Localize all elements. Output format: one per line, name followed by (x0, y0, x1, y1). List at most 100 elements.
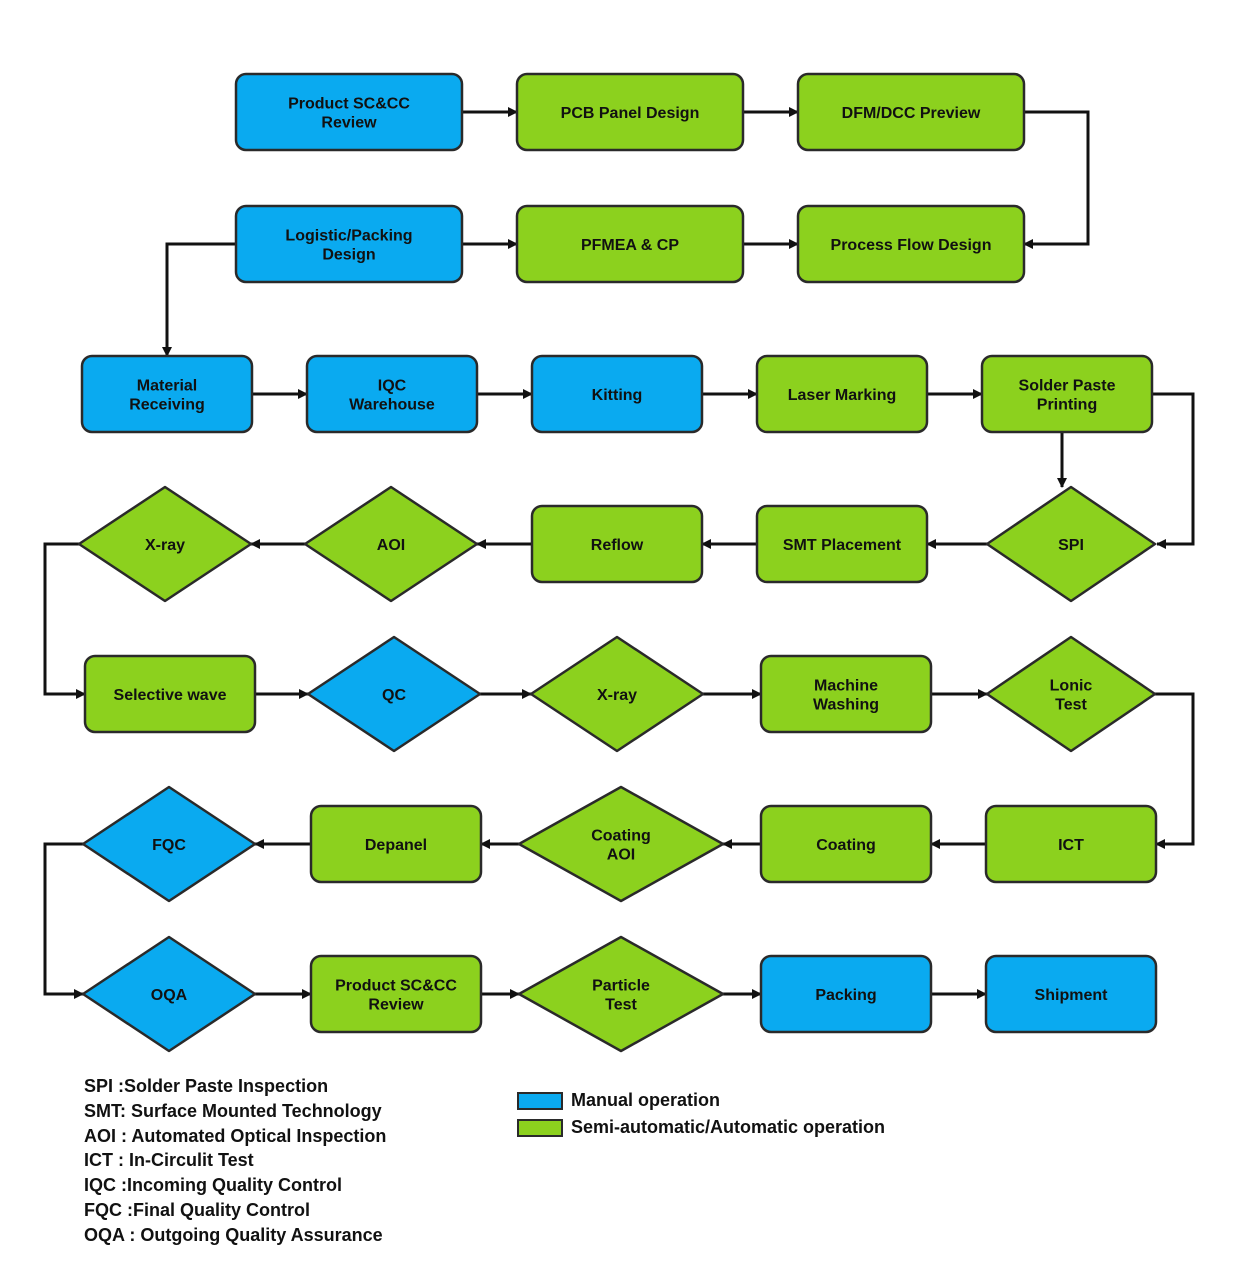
node-shape-ict (984, 804, 1158, 884)
node-label-kitting-0: Kitting (592, 387, 643, 404)
node-shape-iqc-warehouse (305, 354, 479, 434)
node-shipment: Shipment (984, 954, 1158, 1034)
node-kitting: Kitting (530, 354, 704, 434)
abbreviation-oqa: OQA : Outgoing Quality Assurance (84, 1224, 383, 1245)
abbreviation-aoi: AOI : Automated Optical Inspection (84, 1125, 387, 1146)
node-shape-laser-marking (755, 354, 929, 434)
abbreviation-ict: ICT : In-Circulit Test (84, 1150, 254, 1171)
abbreviation-smt: SMT: Surface Mounted Technology (84, 1100, 382, 1121)
connector-loop-spi-0 (1152, 392, 1195, 549)
node-shape-fqc (81, 785, 257, 903)
node-shape-solder-paste-printing (980, 354, 1154, 434)
node-product-review-1: Product SC&CC Review (234, 72, 464, 152)
node-x-ray-1: X-ray (77, 485, 253, 603)
node-label-particle-test-0: Particle (592, 978, 650, 995)
node-product-review-2: Product SC&CC Review (309, 954, 483, 1034)
node-shape-particle-test (517, 935, 725, 1053)
node-label-material-receiving-1: Receiving (129, 397, 205, 414)
node-reflow: Reflow (530, 504, 704, 584)
node-label-reflow-0: Reflow (591, 537, 644, 554)
node-label-product-review-1-1: Review (321, 115, 377, 132)
node-label-material-receiving-0: Material (137, 378, 197, 395)
node-label-laser-marking-0: Laser Marking (788, 387, 896, 404)
legend: Manual operation Semi-automatic/Automati… (517, 1087, 885, 1141)
abbreviation-fqc: FQC :Final Quality Control (84, 1199, 310, 1220)
node-dfm-dcc-preview: DFM/DCC Preview (796, 72, 1026, 152)
node-shape-selective-wave (83, 654, 257, 734)
node-shape-kitting (530, 354, 704, 434)
node-shape-process-flow-design (796, 204, 1026, 284)
legend-manual-label: Manual operation (571, 1090, 721, 1110)
node-label-depanel-0: Depanel (365, 837, 427, 854)
node-qc: QC (306, 635, 482, 753)
node-label-x-ray-1-0: X-ray (145, 537, 185, 554)
node-pcb-panel-design: PCB Panel Design (515, 72, 745, 152)
connector-dfm-dcc-preview-to-process-flow-design (1023, 110, 1090, 249)
node-shape-oqa (81, 935, 257, 1053)
node-shape-packing (759, 954, 933, 1034)
node-label-fqc-0: FQC (152, 837, 186, 854)
node-label-coating-0: Coating (816, 837, 876, 854)
node-shape-x-ray-1 (77, 485, 253, 603)
node-shape-dfm-dcc-preview (796, 72, 1026, 152)
node-label-lonic-test-0: Lonic (1050, 678, 1093, 695)
abbreviation-list: SPI :Solder Paste Inspection SMT: Surfac… (84, 1074, 386, 1248)
node-label-product-review-2-1: Review (368, 997, 424, 1014)
node-label-product-review-2-0: Product SC&CC (335, 978, 457, 995)
node-shape-lonic-test (985, 635, 1157, 753)
node-label-particle-test-1: Test (605, 997, 637, 1014)
node-depanel: Depanel (309, 804, 483, 884)
node-label-logistic-packing-design-1: Design (322, 247, 375, 264)
node-label-coating-aoi-0: Coating (591, 828, 651, 845)
node-label-product-review-1-0: Product SC&CC (288, 96, 410, 113)
node-coating: Coating (759, 804, 933, 884)
legend-manual-swatch (517, 1091, 563, 1110)
node-label-pfmea-cp-0: PFMEA & CP (581, 237, 679, 254)
node-label-dfm-dcc-preview-0: DFM/DCC Preview (842, 105, 981, 122)
node-label-aoi-0: AOI (377, 537, 405, 554)
connector-x-ray-1-to-selective-wave (43, 542, 86, 699)
node-label-ict-0: ICT (1058, 837, 1084, 854)
node-aoi: AOI (303, 485, 479, 603)
connector-fqc-to-oqa (43, 842, 84, 999)
node-label-spi-0: SPI (1058, 537, 1084, 554)
node-label-iqc-warehouse-0: IQC (378, 378, 407, 395)
node-shape-x-ray-2 (529, 635, 705, 753)
node-label-x-ray-2-0: X-ray (597, 687, 637, 704)
node-fqc: FQC (81, 785, 257, 903)
node-label-machine-washing-1: Washing (813, 697, 879, 714)
node-label-pcb-panel-design-0: PCB Panel Design (561, 105, 700, 122)
node-shape-coating (759, 804, 933, 884)
node-shape-pcb-panel-design (515, 72, 745, 152)
node-shape-depanel (309, 804, 483, 884)
node-laser-marking: Laser Marking (755, 354, 929, 434)
node-shape-spi (985, 485, 1157, 603)
node-label-selective-wave-0: Selective wave (114, 687, 227, 704)
legend-manual: Manual operation (517, 1087, 885, 1114)
node-shape-pfmea-cp (515, 204, 745, 284)
node-ict: ICT (984, 804, 1158, 884)
node-label-solder-paste-printing-1: Printing (1037, 397, 1097, 414)
node-smt-placement: SMT Placement (755, 504, 929, 584)
node-shape-logistic-packing-design (234, 204, 464, 284)
node-shape-aoi (303, 485, 479, 603)
node-shape-machine-washing (759, 654, 933, 734)
node-label-smt-placement-0: SMT Placement (783, 537, 902, 554)
node-oqa: OQA (81, 935, 257, 1053)
abbreviation-iqc: IQC :Incoming Quality Control (84, 1175, 342, 1196)
connector-lonic-test-to-ict (1155, 692, 1195, 849)
node-label-oqa-0: OQA (151, 987, 188, 1004)
node-shape-qc (306, 635, 482, 753)
node-process-flow-design: Process Flow Design (796, 204, 1026, 284)
node-label-coating-aoi-1: AOI (607, 847, 635, 864)
node-shape-coating-aoi (517, 785, 725, 903)
node-label-shipment-0: Shipment (1035, 987, 1109, 1004)
